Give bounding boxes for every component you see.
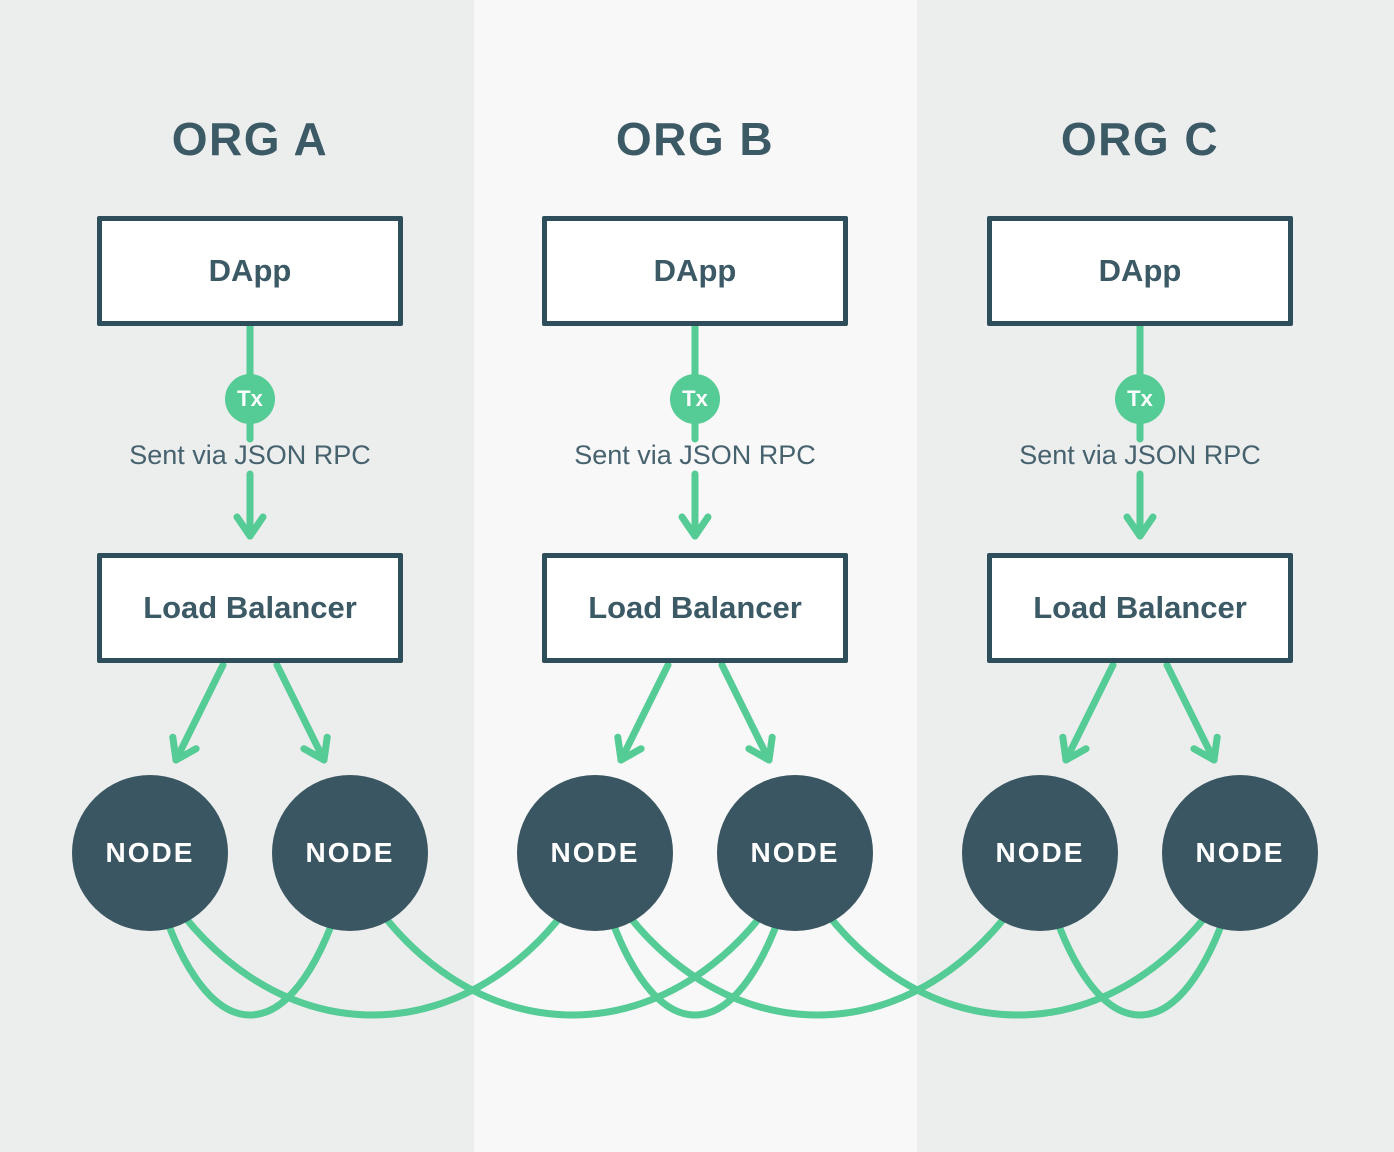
json-rpc-arrow-head (1123, 513, 1157, 540)
mesh-arc (346, 861, 799, 1019)
lb-to-left-node-arrow-head (169, 733, 200, 764)
lb-to-left-node-arrow (1062, 661, 1117, 764)
lb-to-left-node-arrow-head (1059, 733, 1090, 764)
lb-to-left-node-arrow (172, 661, 227, 764)
mesh-arc (591, 861, 1044, 1019)
mesh-arc (146, 861, 599, 1019)
lb-to-left-node-arrow (617, 661, 672, 764)
lb-to-right-node-arrow-head (1190, 733, 1221, 764)
mesh-arc (146, 861, 354, 1019)
lb-to-left-node-arrow-head (614, 733, 645, 764)
mesh-arc (591, 861, 799, 1019)
json-rpc-arrow-head (233, 513, 267, 540)
lb-to-right-node-arrow (273, 661, 328, 764)
lb-to-right-node-arrow (718, 661, 773, 764)
mesh-arc (1036, 861, 1244, 1019)
lb-to-right-node-arrow-head (300, 733, 331, 764)
mesh-arc (791, 861, 1244, 1019)
json-rpc-arrow-head (678, 513, 712, 540)
lb-to-right-node-arrow-head (745, 733, 776, 764)
lb-to-right-node-arrow (1163, 661, 1218, 764)
